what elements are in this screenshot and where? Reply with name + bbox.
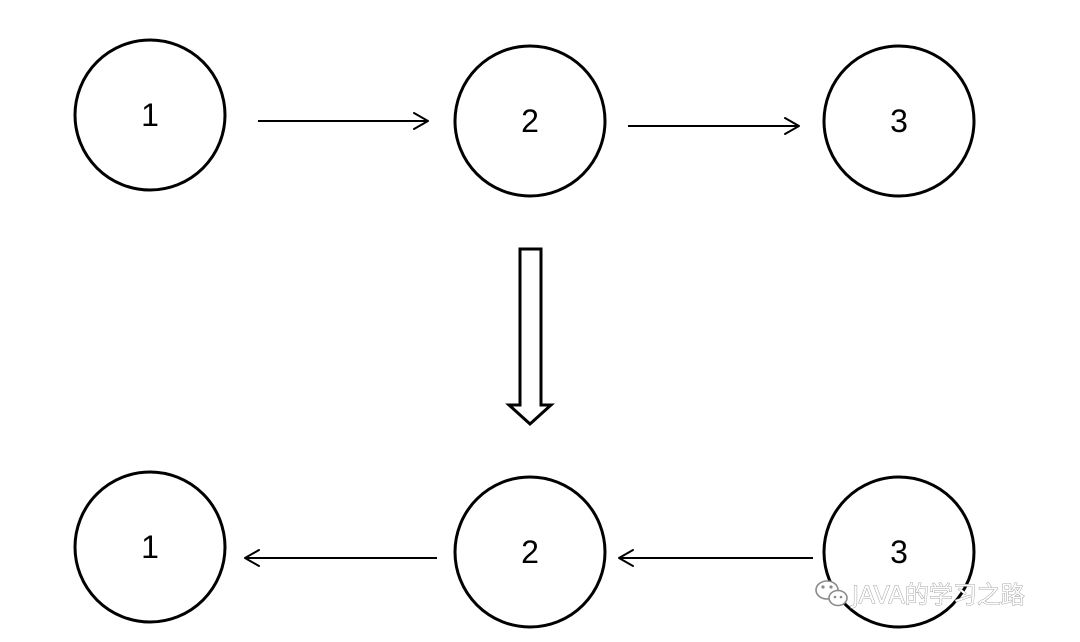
svg-text:2: 2 bbox=[521, 534, 539, 570]
svg-text:3: 3 bbox=[890, 103, 908, 139]
top-node-1: 1 bbox=[73, 38, 227, 192]
top-row: 1 2 3 bbox=[73, 38, 976, 198]
svg-text:3: 3 bbox=[890, 534, 908, 570]
bottom-row: 1 2 3 bbox=[73, 470, 976, 629]
bottom-node-2: 2 bbox=[453, 475, 607, 629]
wechat-icon bbox=[815, 580, 848, 607]
transform-arrow bbox=[505, 247, 555, 427]
top-edge-1-to-2 bbox=[258, 112, 429, 130]
top-node-2: 2 bbox=[453, 44, 607, 198]
bottom-node-1: 1 bbox=[73, 470, 227, 624]
bottom-node-3: 3 bbox=[822, 475, 976, 629]
watermark: JAVA的学习之路 bbox=[815, 580, 1025, 609]
svg-text:2: 2 bbox=[521, 103, 539, 139]
bottom-edge-2-to-1 bbox=[244, 549, 437, 567]
svg-text:1: 1 bbox=[141, 97, 159, 133]
bottom-edge-3-to-2 bbox=[618, 549, 813, 567]
watermark-text: JAVA的学习之路 bbox=[850, 581, 1025, 609]
svg-text:1: 1 bbox=[141, 529, 159, 565]
top-edge-2-to-3 bbox=[628, 117, 800, 135]
top-node-3: 3 bbox=[822, 44, 976, 198]
